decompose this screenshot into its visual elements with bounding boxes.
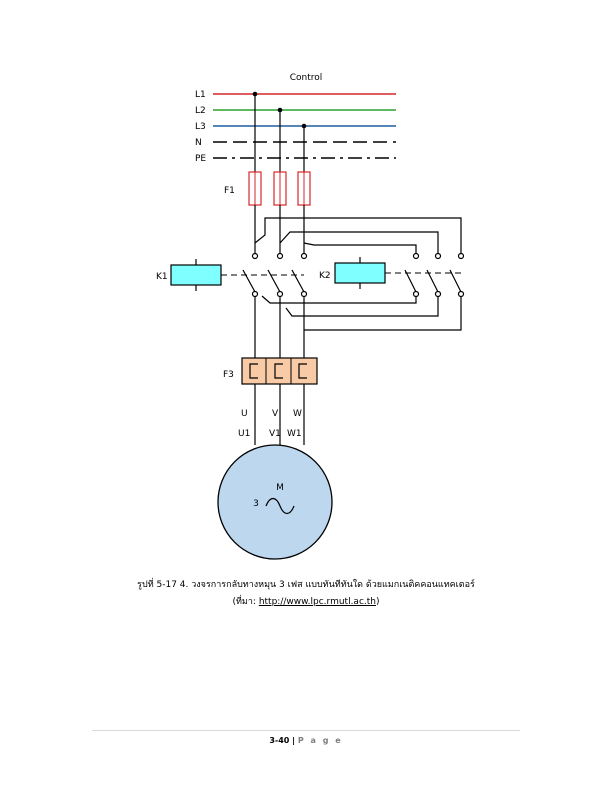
overload-label: F3 (223, 370, 234, 380)
caption-source-prefix: (ที่มา: (232, 597, 259, 607)
motor-symbol (217, 444, 333, 560)
line-label-n: N (195, 138, 202, 148)
figure-source: (ที่มา: http://www.lpc.rmutl.ac.th) (0, 594, 612, 608)
terminal-v: V (272, 409, 279, 419)
footer-separator: | (292, 736, 296, 745)
motor-phases: 3 (253, 499, 259, 509)
page-label: P a g e (297, 736, 343, 745)
upper-wiring (254, 205, 462, 253)
terminal-u: U (241, 409, 248, 419)
supply-droppers (254, 94, 305, 172)
fuse-f1 (248, 171, 311, 206)
fuse-label: F1 (224, 186, 235, 196)
terminal-w: W (293, 409, 302, 419)
terminal-u1: U1 (238, 429, 250, 439)
ac-wave-icon (265, 497, 295, 515)
reversing-circuit-diagram: Control L1 L2 L3 N PE F1 (156, 73, 465, 560)
line-label-pe: PE (195, 154, 206, 164)
terminal-v1: V1 (269, 429, 281, 439)
page-number: 3-40 (269, 736, 290, 745)
k2-label: K2 (319, 271, 331, 281)
terminal-w1: W1 (287, 429, 302, 439)
figure-caption: รูปที่ 5-17 4. วงจรการกลับทางหมุน 3 เฟส … (0, 577, 612, 591)
source-link[interactable]: http://www.lpc.rmutl.ac.th (258, 597, 376, 607)
line-label-l1: L1 (195, 90, 206, 100)
line-label-l2: L2 (195, 106, 206, 116)
k1-label: K1 (156, 272, 168, 282)
contactor-k2-contacts (404, 252, 465, 298)
contactor-k2-coil (334, 257, 386, 289)
motor-leads (254, 384, 305, 445)
motor-label: M (276, 483, 284, 493)
overload-relay-f3 (241, 357, 318, 385)
page-footer: 3-40 | P a g e (0, 736, 612, 745)
contactor-k1-coil (170, 259, 222, 291)
contactor-k1-contacts (242, 252, 308, 298)
footer-divider (92, 730, 520, 731)
line-label-l3: L3 (195, 122, 206, 132)
caption-source-suffix: ) (375, 597, 380, 607)
caption-line1: รูปที่ 5-17 4. วงจรการกลับทางหมุน 3 เฟส … (137, 580, 475, 590)
lower-wiring (254, 295, 462, 358)
diagram-title: Control (290, 73, 323, 83)
